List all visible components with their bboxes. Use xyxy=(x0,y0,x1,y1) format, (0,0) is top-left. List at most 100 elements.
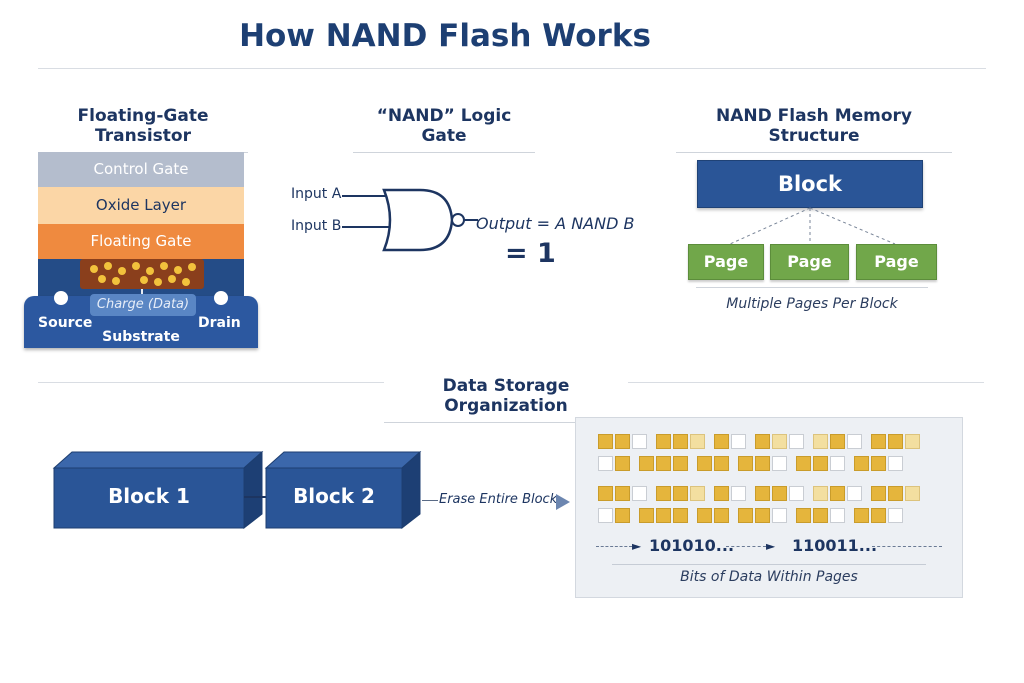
bit-cell xyxy=(905,434,920,449)
input-b-label: Input B xyxy=(291,218,342,234)
gate-body xyxy=(382,188,454,252)
bit-cell xyxy=(656,456,671,471)
bit-cell xyxy=(731,434,746,449)
bit-cell xyxy=(772,486,787,501)
bit-cell xyxy=(796,508,811,523)
bits-dash xyxy=(726,546,766,547)
bit-cell xyxy=(772,456,787,471)
oxide-layer: Oxide Layer xyxy=(38,187,244,224)
charge-dot xyxy=(160,262,168,270)
block2-top-face xyxy=(264,451,422,469)
charge-dot xyxy=(132,262,140,270)
bit-cell xyxy=(615,486,630,501)
panel-divider xyxy=(612,564,926,565)
bit-cell xyxy=(755,508,770,523)
bit-cell xyxy=(813,486,828,501)
block1-shape xyxy=(52,450,264,530)
bit-cell xyxy=(796,456,811,471)
drain-terminal xyxy=(214,291,228,305)
nand-gate-symbol xyxy=(342,188,478,252)
charge-dot xyxy=(104,262,112,270)
bit-cell xyxy=(854,508,869,523)
bit-cell xyxy=(813,456,828,471)
bit-cell xyxy=(755,434,770,449)
bit-cell xyxy=(598,508,613,523)
bit-cell xyxy=(772,434,787,449)
charge-dot xyxy=(182,278,190,286)
arrow-right-icon: ► xyxy=(766,539,776,553)
bit-cell xyxy=(755,456,770,471)
bit-cell xyxy=(738,508,753,523)
bit-cell xyxy=(656,434,671,449)
bit-cell xyxy=(598,434,613,449)
link-line xyxy=(729,207,811,245)
block-box: Block xyxy=(697,160,923,208)
erase-label: Erase Entire Block xyxy=(439,492,558,507)
bit-cell xyxy=(813,508,828,523)
bit-cell xyxy=(656,486,671,501)
title-divider xyxy=(38,68,986,69)
bit-cell xyxy=(639,508,654,523)
source-label: Source xyxy=(38,315,93,331)
bit-cell xyxy=(656,508,671,523)
bit-cell xyxy=(639,456,654,471)
bit-cell xyxy=(830,486,845,501)
bit-cell xyxy=(697,456,712,471)
bit-cell xyxy=(888,486,903,501)
inverter-bubble xyxy=(451,213,465,227)
bit-cell xyxy=(854,456,869,471)
floating-gate-heading: Floating-Gate Transistor xyxy=(38,106,248,153)
structure-heading: NAND Flash Memory Structure xyxy=(676,106,952,153)
bits-caption: Bits of Data Within Pages xyxy=(680,569,858,585)
block1-label: Block 1 xyxy=(108,484,190,508)
pages-bits-panel: ► 101010... ► 110011... Bits of Data Wit… xyxy=(575,417,963,598)
block2-label: Block 2 xyxy=(293,484,375,508)
bit-cell xyxy=(690,434,705,449)
bit-cell xyxy=(789,486,804,501)
charge-dot xyxy=(140,276,148,284)
block1-front-face xyxy=(53,467,245,529)
charge-dot xyxy=(90,265,98,273)
charge-dot xyxy=(118,267,126,275)
output-result: = 1 xyxy=(505,238,556,269)
bit-cell xyxy=(738,456,753,471)
bit-cell xyxy=(847,486,862,501)
bit-cell xyxy=(813,434,828,449)
block1-top-face xyxy=(52,451,264,469)
page-box: Page xyxy=(688,244,764,280)
source-terminal xyxy=(54,291,68,305)
charge-dot xyxy=(154,278,162,286)
bit-cell xyxy=(615,456,630,471)
block-connector xyxy=(244,496,266,498)
bit-cell xyxy=(714,434,729,449)
bit-cell xyxy=(871,486,886,501)
bit-cell xyxy=(888,434,903,449)
block-page-links xyxy=(729,207,896,245)
bit-cell xyxy=(871,456,886,471)
bit-cell xyxy=(714,508,729,523)
output-label: Output = A NAND B xyxy=(476,214,635,233)
organization-heading: Data Storage Organization xyxy=(384,376,628,423)
link-line xyxy=(809,207,896,245)
bits-dash xyxy=(596,546,632,547)
charge-dot xyxy=(112,277,120,285)
bit-cell xyxy=(632,434,647,449)
page-box: Page xyxy=(856,244,937,280)
bit-cell xyxy=(697,508,712,523)
bit-cell xyxy=(830,456,845,471)
bit-cell xyxy=(673,434,688,449)
bit-cell xyxy=(888,508,903,523)
structure-caption: Multiple Pages Per Block xyxy=(726,296,898,312)
bit-cell xyxy=(673,456,688,471)
block2-front-face xyxy=(265,467,403,529)
bit-cell xyxy=(598,456,613,471)
bit-cell xyxy=(847,434,862,449)
page-box: Page xyxy=(770,244,849,280)
bit-cell xyxy=(871,434,886,449)
bit-string: 101010... xyxy=(649,536,735,555)
bits-dash xyxy=(872,546,942,547)
bit-cell xyxy=(632,486,647,501)
bit-string: 110011... xyxy=(792,536,878,555)
bit-cell xyxy=(905,486,920,501)
bit-cell xyxy=(830,508,845,523)
